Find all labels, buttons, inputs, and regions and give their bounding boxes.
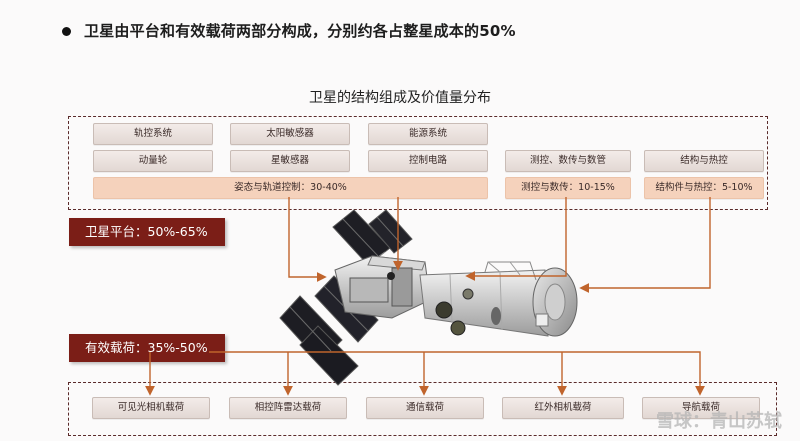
component-chip: 太阳敏感器 <box>230 123 350 145</box>
component-chip: 结构与热控 <box>644 150 764 172</box>
component-chip: 星敏感器 <box>230 150 350 172</box>
connector-arrows <box>145 197 711 396</box>
solar-panel-upper <box>332 209 413 276</box>
platform-share-label: 卫星平台：50%-65% <box>69 218 225 246</box>
payload-chip: 导航载荷 <box>642 397 760 419</box>
platform-group-box <box>68 116 768 210</box>
component-chip: 能源系统 <box>368 123 488 145</box>
payload-chip: 红外相机载荷 <box>502 397 624 419</box>
payload-group-box <box>68 382 777 436</box>
satellite-body <box>334 255 578 337</box>
watermark: 雪球：青山苏轼 <box>656 411 782 432</box>
payload-chip: 相控阵雷达载荷 <box>229 397 347 419</box>
component-chip: 测控、数传与数管 <box>505 150 631 172</box>
value-share-chip: 结构件与热控：5-10% <box>644 177 764 199</box>
diagram-title: 卫星的结构组成及价值量分布 <box>309 90 491 106</box>
value-share-chip: 测控与数传：10-15% <box>505 177 631 199</box>
bullet-dot <box>62 27 71 36</box>
payload-share-label: 有效载荷：35%-50% <box>69 334 225 362</box>
payload-chip: 通信载荷 <box>366 397 484 419</box>
value-share-chip: 姿态与轨道控制：30-40% <box>93 177 488 199</box>
component-chip: 控制电路 <box>368 150 488 172</box>
headline: 卫星由平台和有效载荷两部分构成，分别约各占整星成本的50% <box>84 22 516 40</box>
component-chip: 轨控系统 <box>93 123 213 145</box>
payload-chip: 可见光相机载荷 <box>92 397 210 419</box>
component-chip: 动量轮 <box>93 150 213 172</box>
